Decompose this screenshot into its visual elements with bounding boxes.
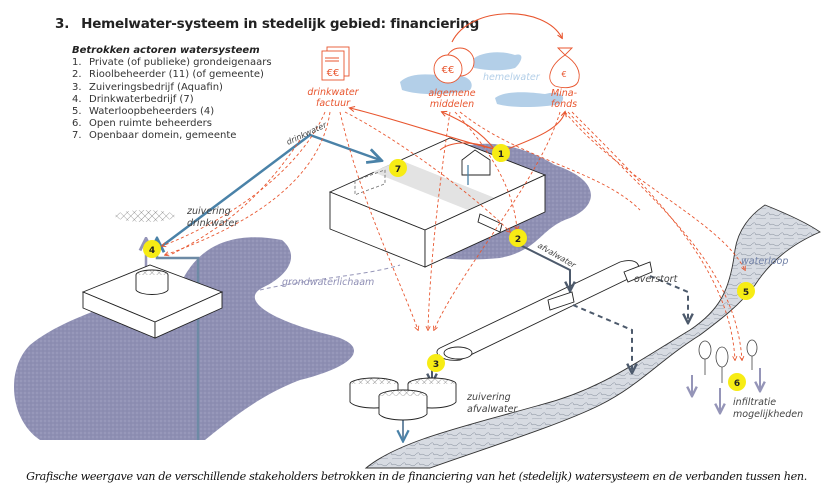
invoice-euro-symbol: €€: [327, 68, 340, 79]
infiltratie-label-1: infiltratie: [733, 397, 776, 408]
zuivering-drinkwater-label-1: zuivering: [186, 206, 231, 217]
actor-marker-3[interactable]: 3: [427, 354, 445, 372]
drinkwater-pipe: [161, 133, 380, 247]
mina-euro-symbol: €: [561, 70, 566, 79]
actor-marker-2[interactable]: 2: [509, 229, 527, 247]
general-funds-icon: [433, 47, 475, 84]
legend-item: 5.Waterloopbeheerders (4): [72, 106, 215, 118]
mina-fund-label-line1: Mina-: [551, 88, 578, 99]
finance-flows-dashed: [162, 111, 745, 360]
actor-marker-4[interactable]: 4: [143, 240, 161, 258]
general-funds-label-line2: middelen: [430, 99, 474, 110]
mina-fund-money-bag-icon: [549, 47, 580, 89]
figure-title: 3. Hemelwater-systeem in stedelijk gebied…: [55, 16, 479, 32]
legend-item: 7.Openbaar domein, gemeente: [72, 130, 237, 142]
overstort-flow-2: [572, 304, 632, 372]
hemelwater-label: hemelwater: [483, 72, 541, 83]
afvalwater-flow: [513, 241, 570, 290]
waterloop-label: waterloop: [741, 256, 788, 267]
general-funds-euro-symbol: €€: [442, 65, 455, 76]
actors-legend: Betrokken actoren watersysteem 1.Private…: [72, 45, 272, 143]
infiltration-arrows: [692, 368, 760, 412]
actor-marker-6[interactable]: 6: [728, 373, 746, 391]
svg-text:4: 4: [149, 246, 155, 256]
figure-title-text: Hemelwater-systeem in stedelijk gebied: …: [81, 16, 480, 32]
drinkwater-plant: [81, 210, 224, 339]
wastewater-treatment: [349, 377, 457, 421]
finance-flows-solid: [350, 13, 565, 151]
legend-item: 1.Private (of publieke) grondeigenaars: [72, 57, 272, 69]
invoice-label-line1: drinkwater: [307, 87, 359, 98]
svg-text:3: 3: [433, 360, 439, 370]
general-funds-label-line1: algemene: [428, 88, 475, 99]
overstort-label: overstort: [634, 274, 679, 285]
infiltratie-label-2: mogelijkheden: [733, 409, 803, 420]
svg-text:6: 6: [734, 379, 740, 389]
legend-item: 6.Open ruimte beheerders: [72, 118, 213, 130]
svg-text:1: 1: [498, 150, 504, 160]
grondwaterlichaam-label: grondwaterlichaam: [282, 277, 374, 288]
svg-text:5: 5: [743, 288, 749, 298]
trees: [698, 339, 758, 383]
legend-item: 3.Zuiveringsbedrijf (Aquafin): [72, 81, 223, 93]
groundwater-body-left: [13, 237, 355, 440]
invoice-icon: [321, 46, 350, 81]
river: [364, 204, 821, 469]
zuivering-drinkwater-label-2: drinkwater: [187, 218, 239, 229]
groundwater-connector: [259, 264, 401, 291]
legend-item: 2.Rioolbeheerder (11) (of gemeente): [72, 69, 264, 81]
zuivering-afvalwater-label-2: afvalwater: [467, 404, 518, 415]
figure-number: 3.: [55, 16, 70, 32]
actor-marker-1[interactable]: 1: [492, 144, 510, 162]
zuivering-afvalwater-label-1: zuivering: [466, 392, 511, 403]
svg-text:7: 7: [395, 165, 401, 175]
invoice-label-line2: factuur: [316, 98, 351, 109]
figure-caption: Grafische weergave van de verschillende …: [26, 470, 807, 483]
legend-item: 4.Drinkwaterbedrijf (7): [72, 93, 194, 105]
mina-fund-label-line2: fonds: [551, 99, 577, 110]
legend-heading: Betrokken actoren watersysteem: [72, 45, 260, 56]
actor-marker-5[interactable]: 5: [737, 282, 755, 300]
actor-marker-7[interactable]: 7: [389, 159, 407, 177]
overstort-flow: [649, 275, 688, 322]
svg-text:2: 2: [515, 235, 521, 245]
sewer-pipes: [436, 213, 653, 361]
